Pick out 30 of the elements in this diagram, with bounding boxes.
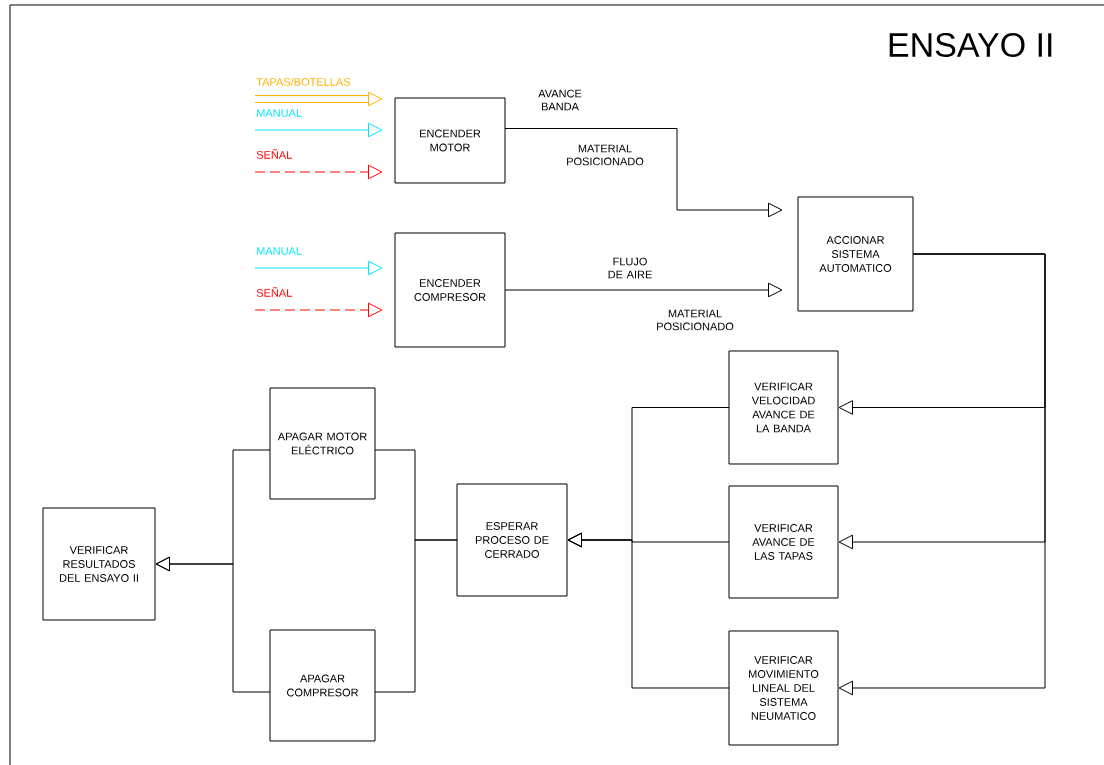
edge-label: SEÑAL [256,287,292,297]
flow-label: MATERIAL POSICIONADO [567,144,644,166]
edge-label: TAPAS/BOTELLAS [256,77,351,86]
process-box: ENCENDER COMPRESOR [394,232,506,348]
process-box: APAGAR MOTOR ELÉCTRICO [269,387,376,500]
arrow [155,556,271,693]
process-box: VERIFICAR VELOCIDAD AVANCE DE LA BANDA [728,350,839,465]
edge-label: AVANCE BANDA [538,89,582,111]
title: ENSAYO II [889,32,1052,58]
edge-label: MANUAL [257,109,302,117]
process-box: VERIFICAR RESULTADOS DEL ENSAYO II [42,507,156,621]
process-box: VERIFICAR MOVIMIENTO LINEAL DEL SISTEMA NEUMATICO [728,630,839,746]
process-box: ENCENDER MOTOR [394,97,506,184]
arrow [504,128,783,218]
arrow [254,302,383,318]
edge-label: MANUAL [257,247,302,255]
process-box: APAGAR COMPRESOR [269,629,376,742]
arrow [838,253,1046,696]
process-box: VERIFICAR AVANCE DE LAS TAPAS [728,485,839,599]
arrow [254,164,383,180]
process-box: ACCIONAR SISTEMA AUTOMATICO [797,196,914,312]
arrow [504,282,783,298]
edge-label: FLUJO DE AIRE [608,257,652,279]
flow-label: MATERIAL POSICIONADO [657,309,734,331]
arrow [254,260,383,276]
arrow [567,532,730,689]
arrow [255,91,383,107]
process-box: ESPERAR PROCESO DE CERRADO [456,483,568,597]
edge-label: SEÑAL [256,149,292,159]
arrow [254,122,383,138]
